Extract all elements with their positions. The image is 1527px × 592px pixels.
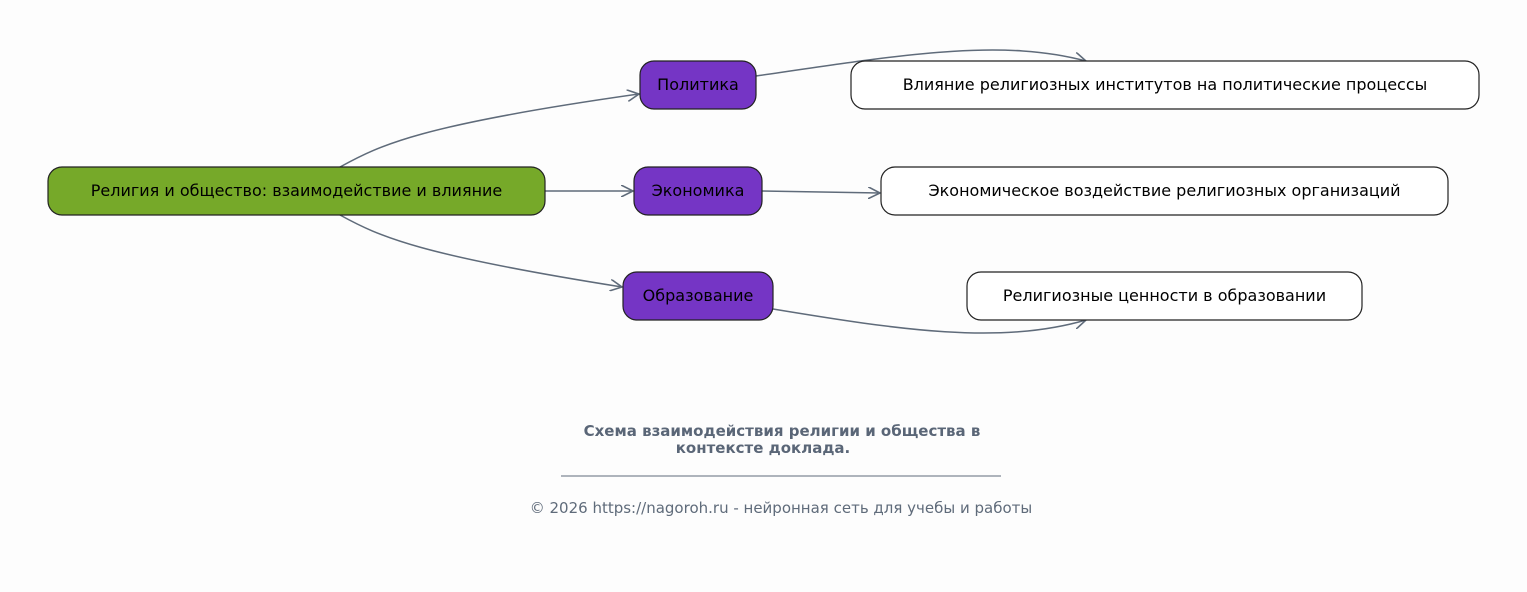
branch-node-education[interactable]: Образование	[622, 271, 774, 321]
branch-node-politics[interactable]: Политика	[639, 60, 757, 110]
edge-politics-leaf	[755, 49, 1086, 77]
caption-line-2: контексте доклада.	[676, 439, 851, 457]
branch-label: Образование	[643, 286, 754, 305]
edge-education-leaf	[772, 308, 1086, 334]
root-node[interactable]: Религия и общество: взаимодействие и вли…	[47, 166, 546, 216]
branch-node-economy[interactable]: Экономика	[633, 166, 763, 216]
edge-root-politics	[339, 94, 639, 168]
root-node-label: Религия и общество: взаимодействие и вли…	[91, 181, 503, 200]
leaf-node-economy[interactable]: Экономическое воздействие религиозных ор…	[880, 166, 1449, 216]
leaf-label: Экономическое воздействие религиозных ор…	[928, 181, 1400, 200]
leaf-label: Влияние религиозных институтов на полити…	[903, 75, 1428, 94]
caption-line-1: Схема взаимодействия религии и общества …	[584, 422, 981, 440]
branch-label: Политика	[657, 75, 739, 94]
leaf-node-education[interactable]: Религиозные ценности в образовании	[966, 271, 1363, 321]
leaf-label: Религиозные ценности в образовании	[1003, 286, 1326, 305]
footer-copyright: © 2026 https://nagoroh.ru - нейронная се…	[530, 499, 1033, 517]
leaf-node-politics[interactable]: Влияние религиозных институтов на полити…	[850, 60, 1480, 110]
edge-economy-leaf	[761, 191, 880, 193]
branch-label: Экономика	[652, 181, 745, 200]
edge-root-education	[339, 214, 622, 287]
